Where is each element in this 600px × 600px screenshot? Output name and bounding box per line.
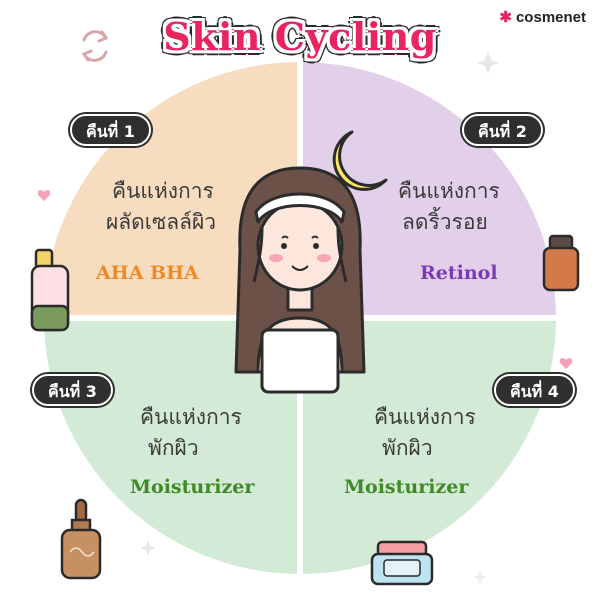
serum-bottle-icon [30, 248, 70, 332]
sparkle-icon [473, 570, 487, 584]
heart-icon [37, 190, 51, 201]
brand-text: cosmenet [515, 8, 586, 26]
night-3-badge: คืนที่ 3 [32, 374, 113, 406]
night-4-product: Moisturizer [344, 476, 469, 498]
night-4-badge: คืนที่ 4 [494, 374, 575, 406]
night-2-line1: คืนแห่งการ [398, 179, 500, 203]
girl-character [234, 166, 366, 394]
night-3-line1: คืนแห่งการ [140, 405, 242, 429]
night-1-line1: คืนแห่งการ [112, 179, 214, 203]
page-title: Skin Cycling [163, 14, 437, 59]
cream-jar-icon [370, 540, 434, 586]
moon-icon [332, 130, 388, 191]
night-1-badge: คืนที่ 1 [70, 114, 151, 146]
night-2-line2: ลดริ้วรอย [402, 210, 488, 234]
quadrant-night-2 [300, 62, 556, 318]
night-3-product: Moisturizer [130, 476, 255, 498]
night-2-product: Retinol [420, 262, 498, 284]
quadrant-night-4 [300, 318, 556, 574]
amber-bottle-icon [542, 234, 580, 292]
heart-icon [559, 358, 573, 369]
night-2-badge: คืนที่ 2 [462, 114, 543, 146]
night-3-line2: พักผิว [148, 436, 199, 460]
night-4-line2: พักผิว [382, 436, 433, 460]
brand-logo: ✱ cosmenet [499, 8, 586, 27]
night-4-line1: คืนแห่งการ [374, 405, 476, 429]
sparkle-icon [477, 52, 499, 74]
girl-face [269, 235, 331, 271]
quadrant-night-1 [44, 62, 300, 318]
cycle-arrows-icon [81, 30, 109, 62]
flower-icon: ✱ [499, 9, 512, 26]
dropper-bottle-icon [60, 498, 102, 580]
night-1-line2: ผลัดเซลล์ผิว [106, 210, 217, 234]
sparkle-icon [140, 540, 156, 556]
night-1-product: AHA BHA [96, 262, 199, 284]
